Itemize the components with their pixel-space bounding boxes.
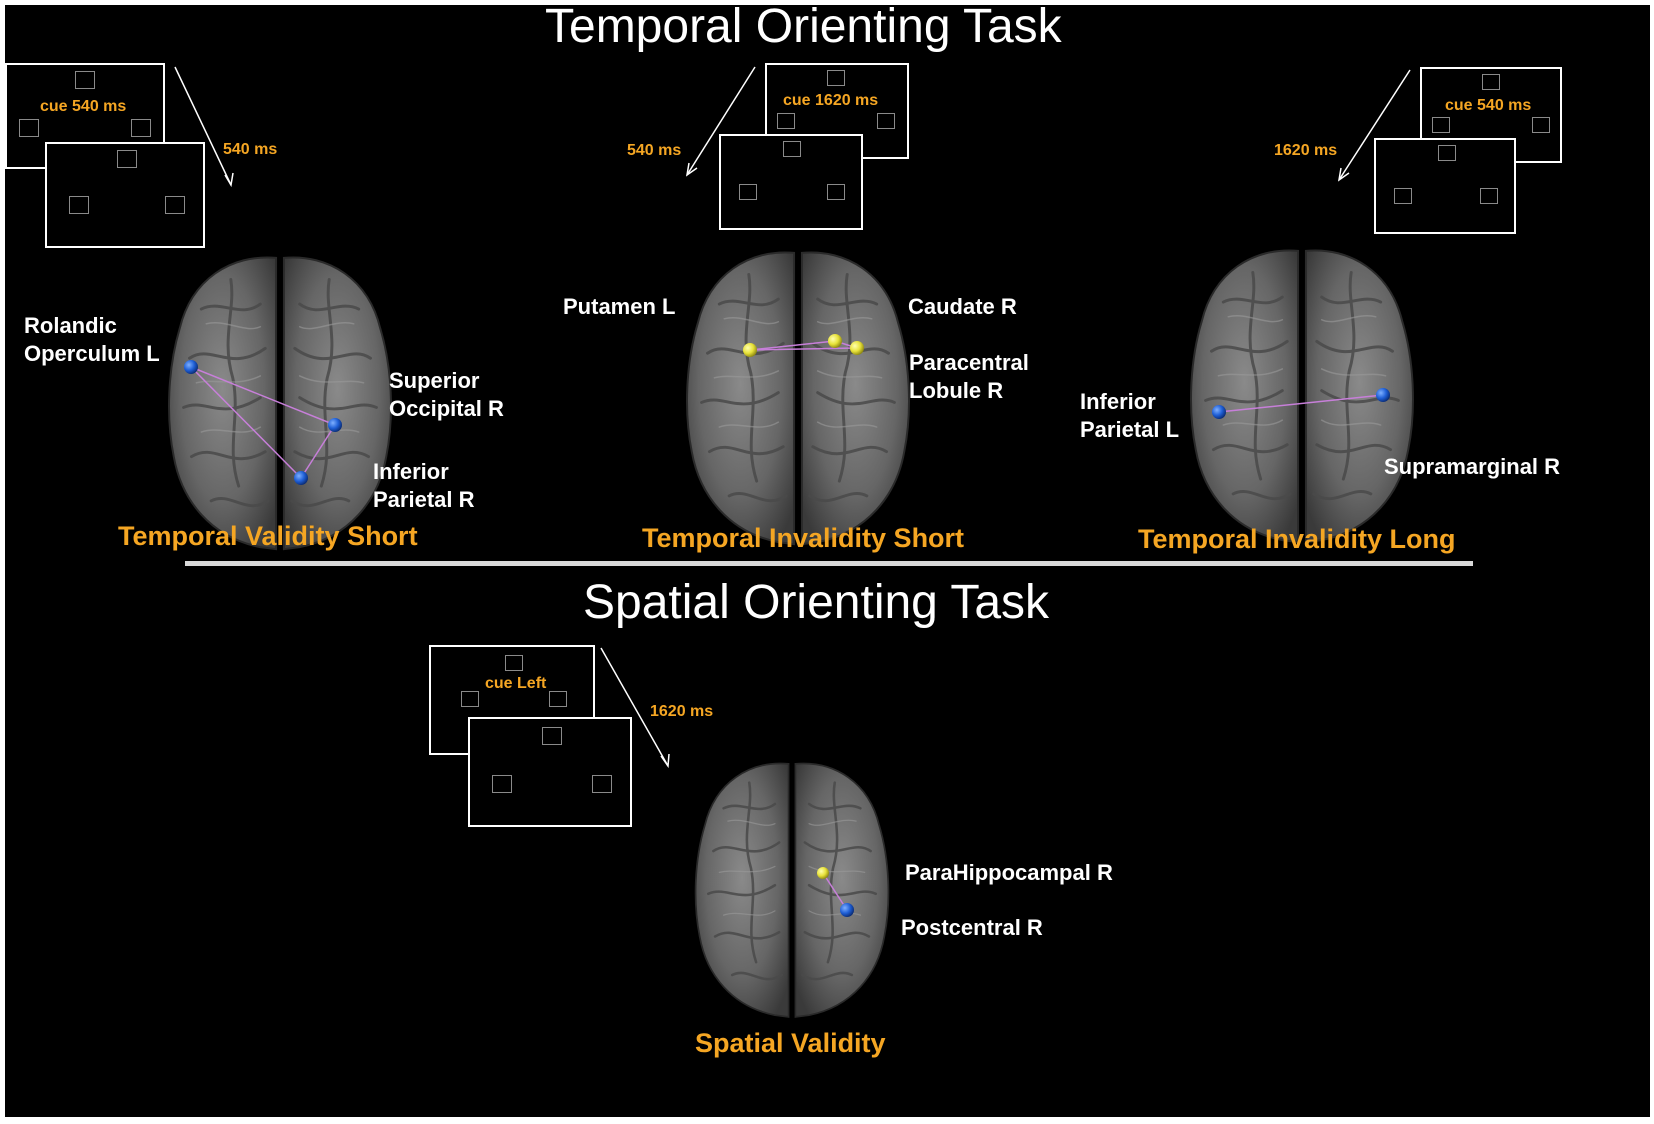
cue-label-2: cue 1620 ms <box>783 92 879 109</box>
node-superior-occipital-r <box>328 418 342 432</box>
condition-label-temporal-validity-short: Temporal Validity Short <box>118 521 418 551</box>
arrows <box>174 66 1411 769</box>
brain-temporal-invalidity-short <box>685 250 911 546</box>
brain-spatial-validity <box>694 762 890 1019</box>
brain-graphics <box>74 66 1497 1019</box>
node-rolandic-operculum-l <box>184 360 198 374</box>
node-parahippocampal-r <box>817 867 829 879</box>
region-label-inferior-parietal-r: Inferior Parietal R <box>373 459 475 512</box>
section-divider <box>185 561 1473 566</box>
spatial-task-title: Spatial Orienting Task <box>583 576 1050 629</box>
node-supramarginal-r <box>1376 388 1390 402</box>
region-label-rolandic-operculum-l: Rolandic Operculum L <box>24 313 160 366</box>
region-label-putamen-l: Putamen L <box>563 294 676 319</box>
node-inferior-parietal-r <box>294 471 308 485</box>
target-screen-1 <box>45 142 205 248</box>
node-paracentral-lobule-r <box>850 341 864 355</box>
region-label-parahippocampal-r: ParaHippocampal R <box>905 860 1113 885</box>
region-label-superior-occipital-r: Superior Occipital R <box>389 368 504 421</box>
delay-label-1: 540 ms <box>223 141 278 158</box>
node-caudate-r <box>828 334 842 348</box>
condition-label-temporal-invalidity-long: Temporal Invalidity Long <box>1138 524 1456 554</box>
node-inferior-parietal-l <box>1212 405 1226 419</box>
cue-label-spatial: cue Left <box>485 675 547 692</box>
delay-label-3: 1620 ms <box>1274 142 1338 159</box>
delay-label-spatial: 1620 ms <box>650 703 714 720</box>
figure-canvas: Temporal Orienting Task Spatial Orientin… <box>5 5 1650 1117</box>
connectivity-spatial-validity <box>817 867 854 917</box>
connectivity-temporal-invalidity-long <box>1212 388 1390 419</box>
temporal-task-title: Temporal Orienting Task <box>545 5 1062 53</box>
target-screen-2 <box>719 134 863 230</box>
target-screen-spatial <box>468 717 632 827</box>
cue-label-1: cue 540 ms <box>40 98 127 115</box>
region-label-postcentral-r: Postcentral R <box>901 915 1043 940</box>
region-label-inferior-parietal-l: Inferior Parietal L <box>1080 389 1180 442</box>
connectivity-temporal-validity-short <box>184 360 342 485</box>
cue-label-3: cue 540 ms <box>1445 97 1532 114</box>
region-label-supramarginal-r: Supramarginal R <box>1384 454 1561 479</box>
condition-label-spatial-validity: Spatial Validity <box>695 1028 886 1058</box>
region-label-caudate-r: Caudate R <box>908 294 1017 319</box>
node-postcentral-r <box>840 903 854 917</box>
condition-label-temporal-invalidity-short: Temporal Invalidity Short <box>642 523 965 553</box>
target-screen-3 <box>1374 138 1516 234</box>
connectivity-temporal-invalidity-short <box>743 334 864 357</box>
region-label-paracentral-lobule-r: Paracentral Lobule R <box>909 350 1029 403</box>
node-putamen-l <box>743 343 757 357</box>
delay-label-2: 540 ms <box>627 142 682 159</box>
